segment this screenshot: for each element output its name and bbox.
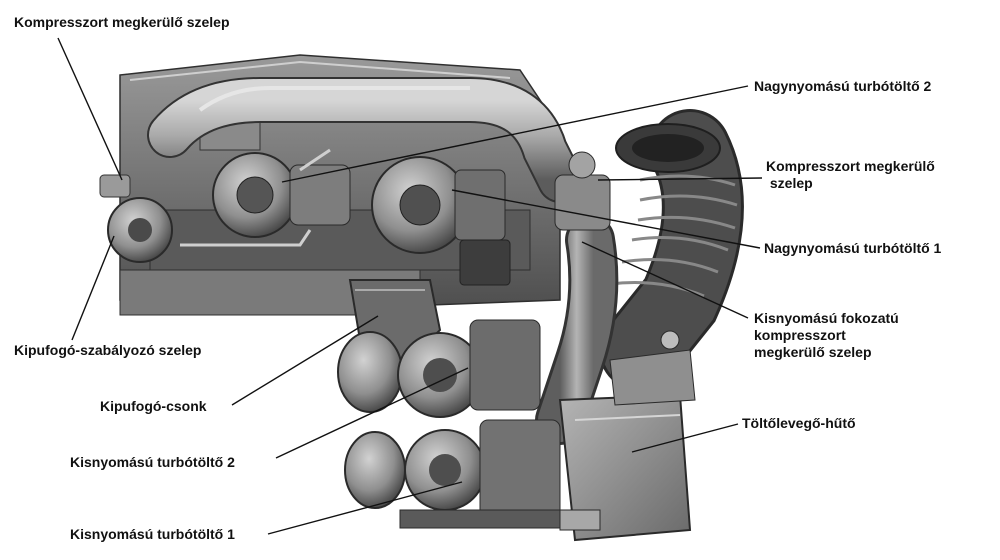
charge-air-cooler-illustration <box>558 330 696 542</box>
wastegate-illustration <box>99 174 173 263</box>
leader-exhaust-manifold <box>231 315 379 406</box>
leader-compressor-bypass-right <box>597 177 763 181</box>
label-wastegate-valve: Kipufogó-szabályozó szelep <box>14 342 202 358</box>
charge-pipe-illustration <box>535 151 619 445</box>
leader-hp-turbo-2 <box>281 85 749 183</box>
label-lp-stage-compressor-bypass-valve: Kisnyomású fokozatú kompresszort megkerü… <box>754 310 899 360</box>
intake-hose-illustration <box>599 109 744 391</box>
leader-lp-turbo-1 <box>267 481 463 535</box>
label-lp-turbo-1: Kisnyomású turbótöltő 1 <box>70 526 235 542</box>
lp-turbo-2-illustration <box>337 319 541 418</box>
leader-lp-turbo-2 <box>275 367 469 459</box>
leader-compressor-bypass-top <box>57 37 123 181</box>
hp-turbo-1-illustration <box>371 156 511 286</box>
label-exhaust-manifold: Kipufogó-csonk <box>100 398 207 414</box>
label-hp-turbo-1: Nagynyomású turbótöltő 1 <box>764 240 942 256</box>
hp-turbo-2-illustration <box>212 152 351 238</box>
label-hp-turbo-2: Nagynyomású turbótöltő 2 <box>754 78 932 94</box>
leader-wastegate <box>71 235 115 341</box>
tubing-details <box>180 148 331 247</box>
leader-hp-turbo-1 <box>451 189 761 249</box>
label-charge-air-cooler: Töltőlevegő-hűtő <box>742 415 856 431</box>
label-lp-turbo-2: Kisnyomású turbótöltő 2 <box>70 454 235 470</box>
leader-lp-stage-bypass <box>581 241 749 319</box>
label-compressor-bypass-valve-top: Kompresszort megkerülő szelep <box>14 14 230 30</box>
leader-charge-air-cooler <box>631 423 739 453</box>
label-compressor-bypass-valve-right: Kompresszort megkerülő szelep <box>766 158 935 191</box>
upper-boost-pipe <box>147 77 583 203</box>
lp-turbo-1-illustration <box>344 419 561 529</box>
